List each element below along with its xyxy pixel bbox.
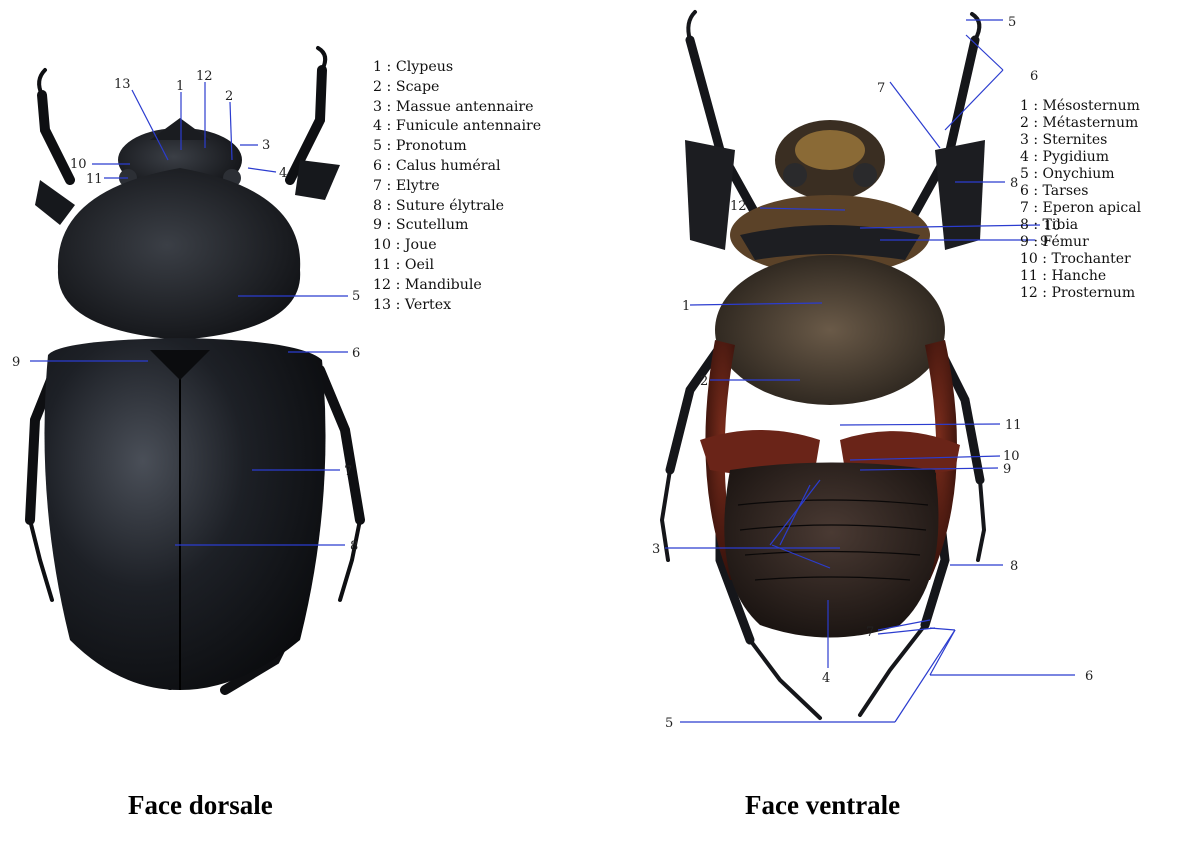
callout-ventral-2: 2 bbox=[700, 374, 708, 389]
callout-ventral-11: 11 bbox=[1005, 418, 1022, 433]
callout-ventral-5: 5 bbox=[1008, 15, 1016, 30]
callout-ventral-9b: 9 bbox=[1003, 462, 1011, 477]
legend-item: 2 : Scape bbox=[373, 78, 541, 98]
legend-item: 13 : Vertex bbox=[373, 296, 541, 316]
callout-ventral-6b: 6 bbox=[1085, 669, 1093, 684]
legend-item: 10 : Trochanter bbox=[1020, 251, 1141, 268]
legend-item: 5 : Onychium bbox=[1020, 166, 1141, 183]
callout-dorsal-2: 2 bbox=[225, 89, 233, 104]
legend-item: 2 : Métasternum bbox=[1020, 115, 1141, 132]
legend-item: 3 : Massue antennaire bbox=[373, 98, 541, 118]
callout-dorsal-11: 11 bbox=[86, 172, 103, 187]
callout-dorsal-6: 6 bbox=[352, 346, 360, 361]
callout-dorsal-5: 5 bbox=[352, 289, 360, 304]
ventral-caption: Face ventrale bbox=[745, 790, 900, 821]
callout-ventral-7: 7 bbox=[877, 81, 885, 96]
ventral-beetle bbox=[662, 12, 985, 718]
legend-item: 7 : Eperon apical bbox=[1020, 200, 1141, 217]
legend-item: 11 : Hanche bbox=[1020, 268, 1141, 285]
callout-dorsal-4: 4 bbox=[279, 166, 287, 181]
legend-item: 1 : Mésosternum bbox=[1020, 98, 1141, 115]
legend-item: 4 : Funicule antennaire bbox=[373, 117, 541, 137]
legend-item: 6 : Calus huméral bbox=[373, 157, 541, 177]
callout-ventral-4: 4 bbox=[822, 671, 830, 686]
callout-dorsal-8: 8 bbox=[350, 539, 358, 554]
legend-item: 12 : Prosternum bbox=[1020, 285, 1141, 302]
legend-item: 3 : Sternites bbox=[1020, 132, 1141, 149]
legend-item: 11 : Oeil bbox=[373, 256, 541, 276]
legend-item: 12 : Mandibule bbox=[373, 276, 541, 296]
legend-item: 4 : Pygidium bbox=[1020, 149, 1141, 166]
callout-dorsal-3: 3 bbox=[262, 138, 270, 153]
legend-item: 7 : Elytre bbox=[373, 177, 541, 197]
callout-ventral-7b: 7 bbox=[866, 625, 874, 640]
callout-dorsal-1: 1 bbox=[176, 79, 184, 94]
dorsal-caption: Face dorsale bbox=[128, 790, 273, 821]
callout-ventral-8b: 8 bbox=[1010, 559, 1018, 574]
callout-dorsal-10: 10 bbox=[70, 157, 87, 172]
callout-dorsal-7: 7 bbox=[344, 464, 352, 479]
legend-item: 8 : Tibia bbox=[1020, 217, 1141, 234]
callout-ventral-12: 12 bbox=[730, 199, 747, 214]
legend-item: 5 : Pronotum bbox=[373, 137, 541, 157]
callout-ventral-8: 8 bbox=[1010, 176, 1018, 191]
callout-ventral-3: 3 bbox=[652, 542, 660, 557]
dorsal-legend: 1 : Clypeus 2 : Scape 3 : Massue antenna… bbox=[373, 58, 541, 315]
legend-item: 9 : Fémur bbox=[1020, 234, 1141, 251]
legend-item: 1 : Clypeus bbox=[373, 58, 541, 78]
legend-item: 10 : Joue bbox=[373, 236, 541, 256]
ventral-legend: 1 : Mésosternum 2 : Métasternum 3 : Ster… bbox=[1020, 98, 1141, 302]
callout-ventral-6: 6 bbox=[1030, 69, 1038, 84]
legend-item: 6 : Tarses bbox=[1020, 183, 1141, 200]
callout-dorsal-12: 12 bbox=[196, 69, 213, 84]
legend-item: 9 : Scutellum bbox=[373, 216, 541, 236]
callout-dorsal-13: 13 bbox=[114, 77, 131, 92]
dorsal-beetle bbox=[30, 48, 360, 690]
callout-ventral-1: 1 bbox=[682, 299, 690, 314]
callout-dorsal-9: 9 bbox=[12, 355, 20, 370]
callout-ventral-5b: 5 bbox=[665, 716, 673, 731]
legend-item: 8 : Suture élytrale bbox=[373, 197, 541, 217]
